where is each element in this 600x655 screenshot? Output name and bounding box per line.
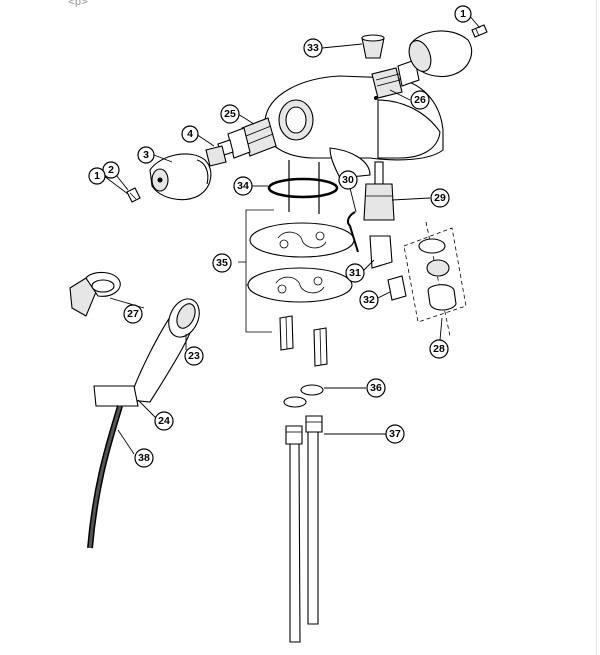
callout-26: 26 [410, 90, 430, 110]
svg-text:24: 24 [158, 415, 170, 427]
svg-text:32: 32 [363, 294, 375, 306]
callout-23: 23 [184, 346, 204, 366]
corner-tag: <p> [68, 0, 88, 8]
svg-text:30: 30 [342, 174, 354, 186]
hex-nuts [279, 315, 328, 367]
left-cartridge [217, 117, 277, 159]
svg-text:27: 27 [127, 308, 139, 320]
svg-text:35: 35 [216, 257, 228, 269]
leader-lines [103, 13, 481, 455]
callout-38: 38 [134, 448, 154, 468]
svg-text:33: 33 [307, 42, 319, 54]
shower-holder [93, 385, 139, 407]
svg-text:37: 37 [389, 428, 401, 440]
svg-text:4: 4 [187, 128, 193, 140]
svg-text:25: 25 [224, 108, 236, 120]
callout-25: 25 [220, 104, 240, 124]
shower-hose [87, 405, 123, 549]
left-handle [149, 153, 212, 201]
screw [126, 187, 141, 203]
svg-text:34: 34 [237, 180, 249, 192]
callout-28: 28 [429, 339, 449, 359]
svg-text:31: 31 [349, 267, 361, 279]
callout-1-left: 1 [88, 167, 106, 185]
plug-cap [361, 34, 385, 59]
check-valve-set [403, 221, 467, 337]
flexible-hoses [285, 415, 323, 643]
callout-29: 29 [430, 188, 450, 208]
svg-text:36: 36 [370, 382, 382, 394]
callout-32: 32 [359, 290, 379, 310]
mixer-body [264, 75, 444, 179]
right-handle [408, 24, 488, 78]
callout-3: 3 [137, 146, 155, 164]
callout-37: 37 [385, 424, 405, 444]
svg-text:28: 28 [433, 343, 445, 355]
callout-35: 35 [212, 253, 232, 273]
callout-4: 4 [181, 125, 199, 143]
svg-text:38: 38 [138, 452, 150, 464]
svg-text:1: 1 [94, 170, 100, 182]
svg-text:26: 26 [414, 94, 426, 106]
insert [205, 145, 227, 167]
callout-31: 31 [345, 263, 365, 283]
washers [283, 384, 324, 408]
gasket-upper [249, 222, 355, 258]
wall-bracket [69, 271, 121, 317]
svg-text:29: 29 [434, 192, 446, 204]
svg-text:3: 3 [143, 149, 149, 161]
callout-1-top: 1 [454, 5, 472, 23]
callout-34: 34 [233, 176, 253, 196]
hand-shower [129, 298, 200, 403]
callout-24: 24 [154, 411, 174, 431]
mounting-studs [267, 160, 339, 214]
right-border [596, 0, 597, 655]
gasket-lower [247, 267, 353, 303]
callout-33: 33 [303, 38, 323, 58]
diverter [363, 161, 407, 301]
svg-text:23: 23 [188, 350, 200, 362]
callout-30: 30 [338, 170, 358, 190]
callout-27: 27 [123, 304, 143, 324]
allen-key [346, 211, 359, 253]
svg-text:2: 2 [108, 164, 114, 176]
callout-36: 36 [366, 378, 386, 398]
right-cartridge [371, 59, 420, 99]
svg-text:1: 1 [460, 8, 466, 20]
